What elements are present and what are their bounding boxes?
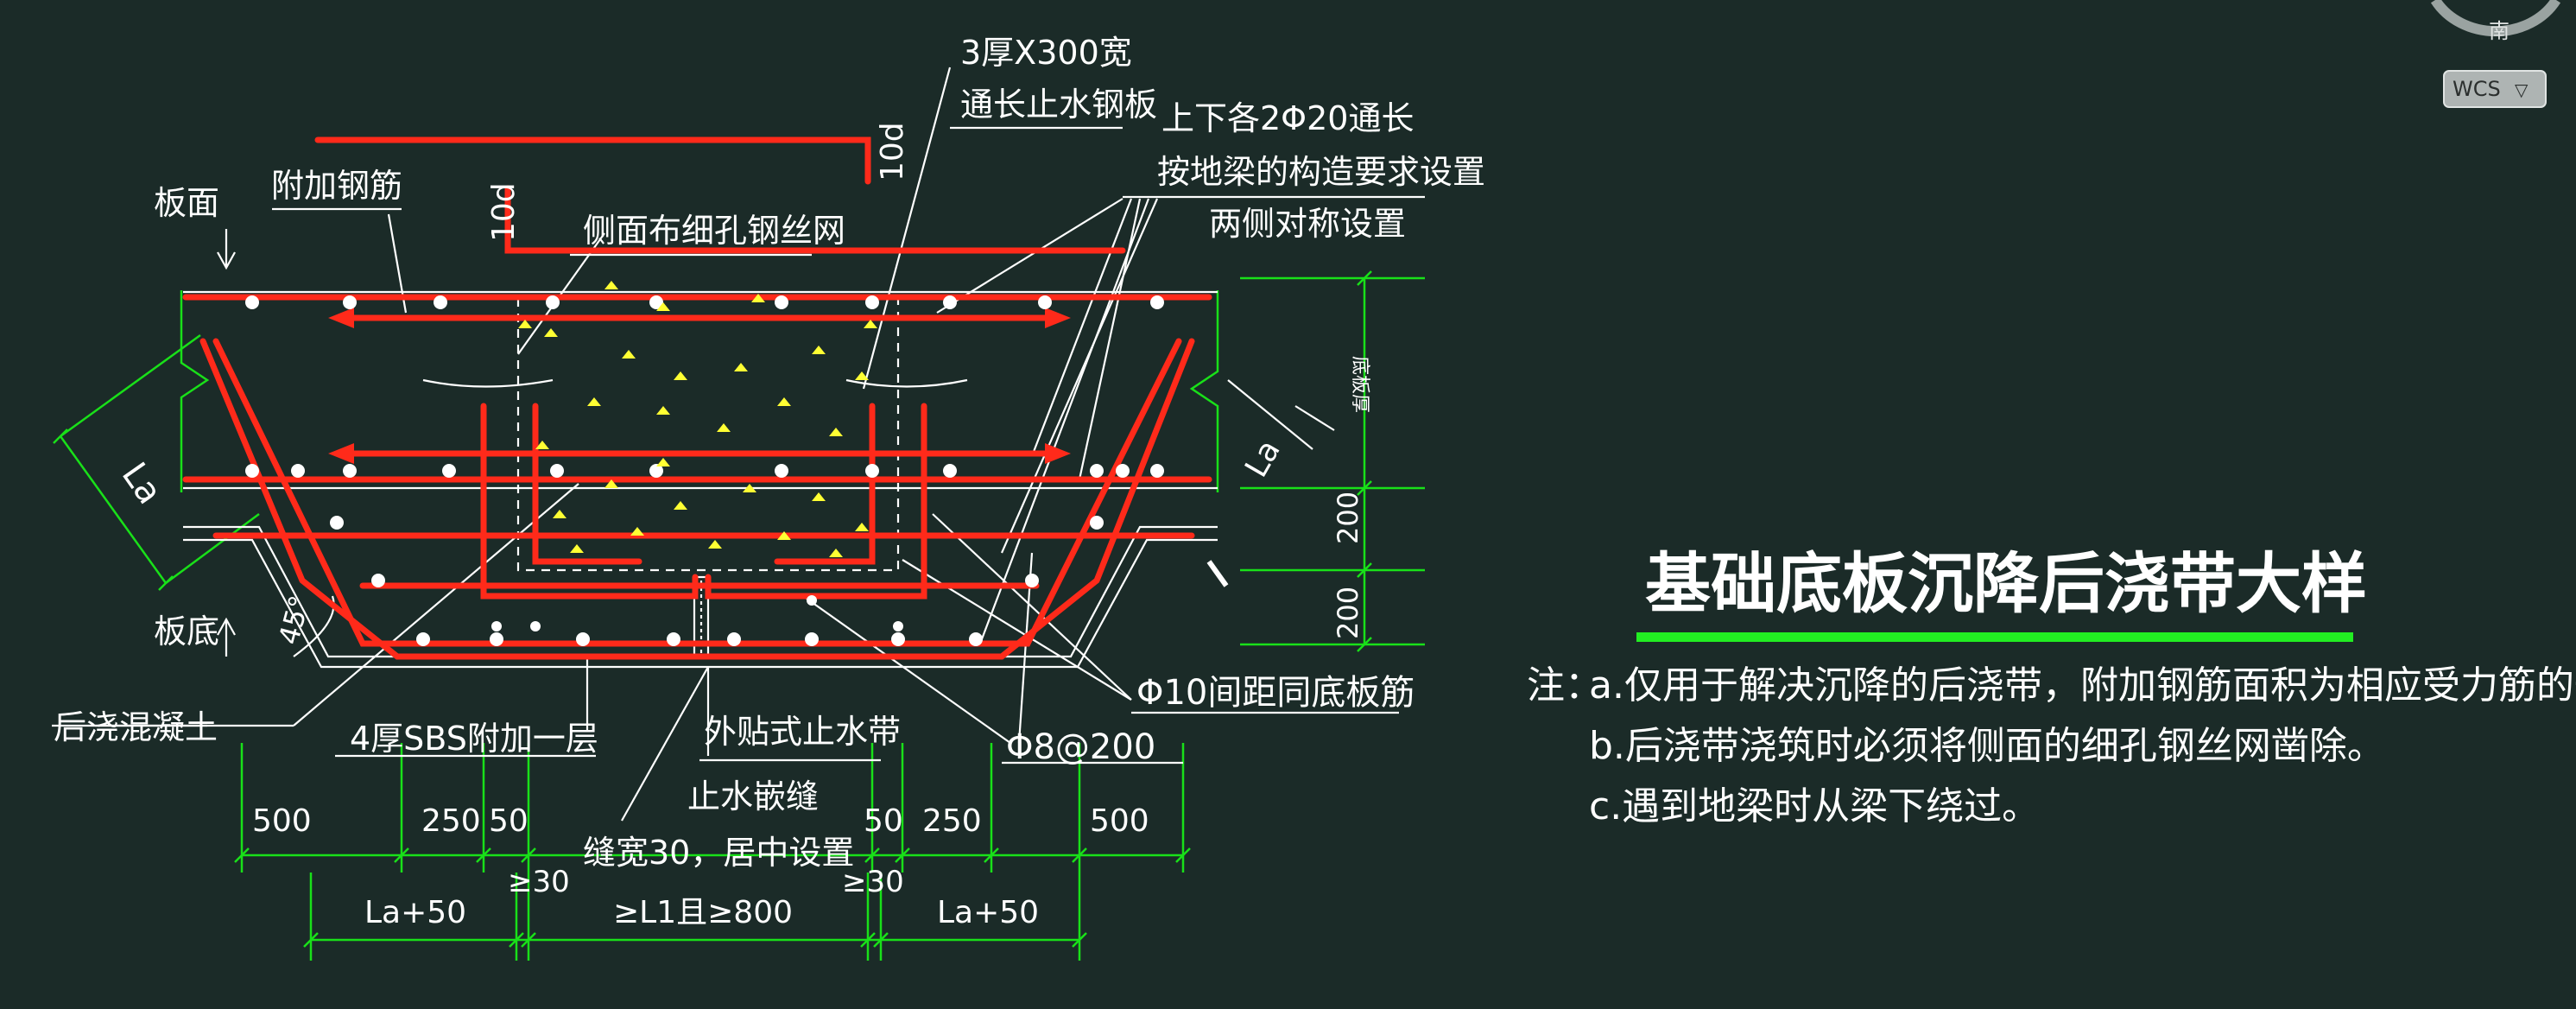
label-waterstop-plate-1: 3厚X300宽 [960,34,1132,72]
chevron-down-icon: ▽ [2515,79,2529,100]
compass-south-label: 南 [2489,19,2510,43]
dim-500-right: 500 [1090,803,1149,839]
label-joint-width: 缝宽30，居中设置 [583,834,854,872]
concrete-outline [52,67,1425,822]
label-10d-a: 10d [875,122,910,181]
label-10d-b: 10d [486,182,522,242]
label-sbs-layer: 4厚SBS附加一层 [350,720,598,758]
label-waterstop-plate-2: 通长止水钢板 [960,86,1157,124]
title-block: 基础底板沉降后浇带大样 注： a.仅用于解决沉降的后浇带，附加钢筋面积为相应受力… [1527,545,2576,828]
label-bars-8: Φ8@200 [1006,727,1155,767]
dim-250-right: 250 [922,803,982,839]
note-c: c.遇到地梁时从梁下绕过。 [1589,784,2040,828]
dim-la50-right: La+50 [937,895,1039,930]
dim-ge30-left: ≥30 [508,865,570,899]
label-angle-45: 45° [272,592,316,648]
label-dim-200-b: 200 [1332,587,1364,639]
dim-50-right: 50 [864,803,903,839]
label-external-waterstop: 外贴式止水带 [704,713,901,751]
note-a: a.仅用于解决沉降的后浇带，附加钢筋面积为相应受力筋的一半。 [1589,663,2576,708]
rebars [182,136,1212,660]
label-slab-bottom: 板底 [154,612,219,650]
label-slab-thickness: 底板厚 [1349,356,1370,413]
bar-section-dots [245,295,1164,646]
dimension-labels: 500 250 50 50 250 500 ≥30 ≥30 La+50 ≥L1且… [252,803,1149,930]
wcs-label: WCS [2453,77,2501,101]
label-symmetric: 两侧对称设置 [1209,205,1406,243]
label-la-left: La [114,455,170,511]
label-beam-bars-1: 上下各2Φ20通长 [1161,99,1414,137]
label-beam-bars-2: 按地梁的构造要求设置 [1157,153,1485,191]
dimension-lines [53,270,1425,961]
dim-l1-range: ≥L1且≥800 [613,895,793,930]
notes-prefix: 注： [1527,663,1603,708]
label-waterstop-joint: 止水嵌缝 [687,777,819,815]
compass-ring-icon[interactable] [2430,0,2561,37]
note-b: b.后浇带浇筑时必须将侧面的细孔钢丝网凿除。 [1589,724,2385,768]
label-slab-top: 板面 [154,184,219,222]
label-la-right: La [1238,435,1288,484]
aggregate-fill [518,281,877,557]
dim-500-left: 500 [252,803,312,839]
viewcube[interactable]: 南 WCS ▽ [2430,0,2561,108]
wcs-menu-button[interactable] [2443,70,2547,108]
label-post-pour-concrete: 后浇混凝土 [54,708,218,746]
rebar-arrows [328,308,1071,464]
dim-ge30-right: ≥30 [842,865,904,899]
dim-la50-left: La+50 [364,895,466,930]
break-marks [180,290,1219,492]
dim-250-left: 250 [421,803,481,839]
label-bars-10: Φ10间距同底板筋 [1136,673,1415,713]
label-dim-200-a: 200 [1332,492,1364,544]
title-underline [1636,632,2353,642]
label-extra-bars: 附加钢筋 [271,167,402,205]
label-mesh: 侧面布细孔钢丝网 [583,212,845,250]
drawing-title: 基础底板沉降后浇带大样 [1645,545,2367,622]
dim-50-left: 50 [489,803,528,839]
